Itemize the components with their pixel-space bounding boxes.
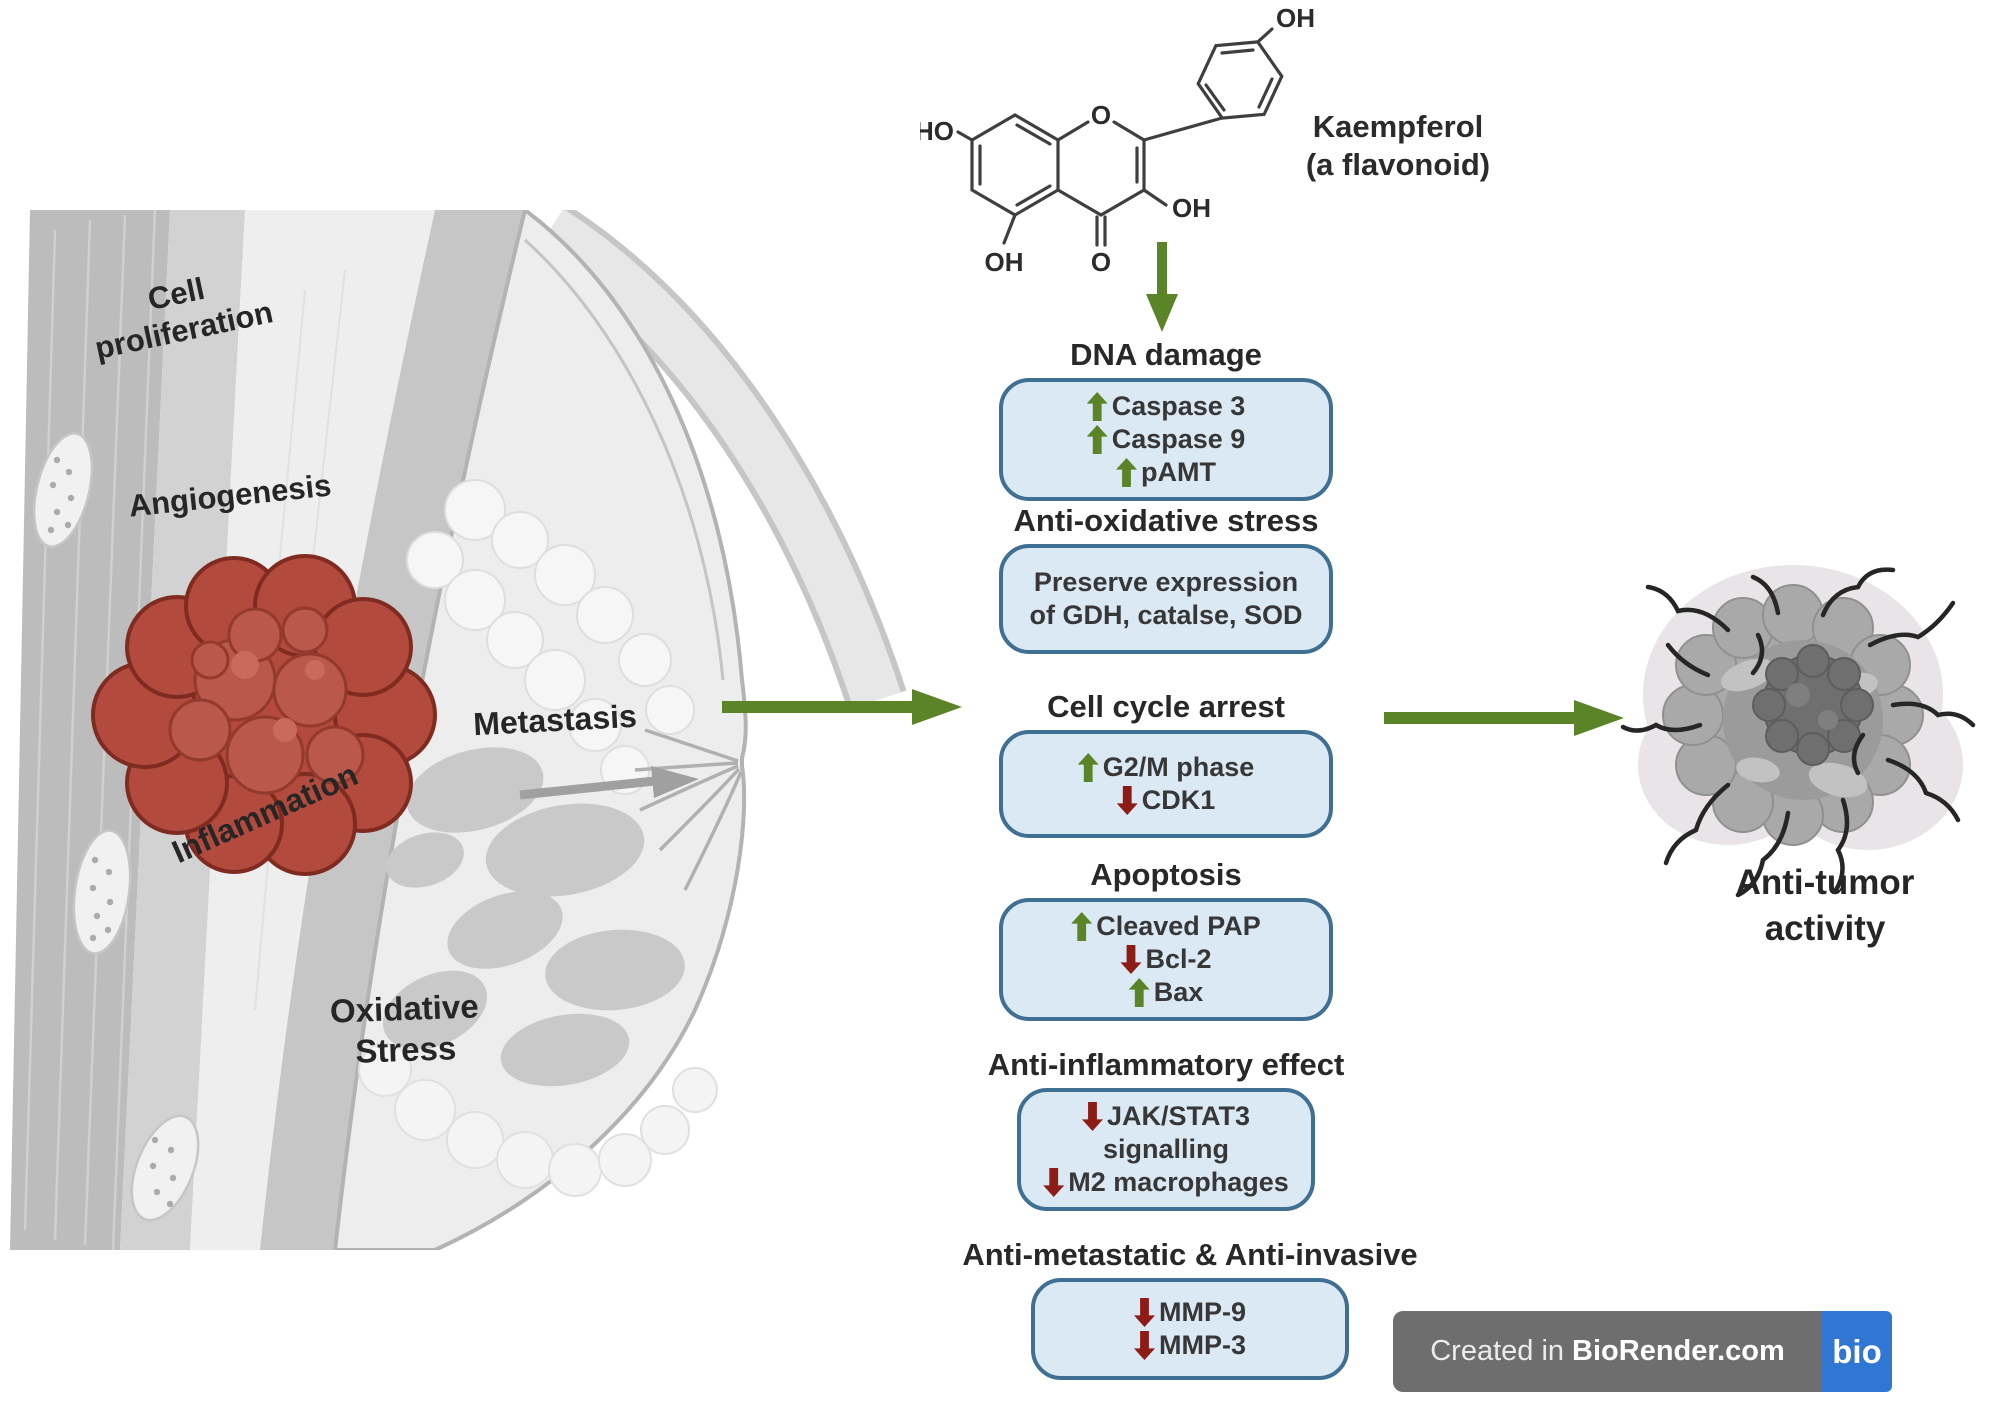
milk-ducts — [634, 728, 743, 891]
watermark-text: Created in BioRender.com — [1393, 1311, 1822, 1392]
pathway-item: CDK1 — [1141, 785, 1216, 815]
watermark-brand: BioRender.com — [1572, 1335, 1785, 1367]
pathway-title: Anti-oxidative stress — [1013, 503, 1319, 538]
pathway-section-cell-cycle: Cell cycle arrest G2/M phase CDK1 — [916, 688, 1416, 838]
label-oxidative-stress: Oxidative Stress — [329, 987, 480, 1070]
gland-clusters — [383, 747, 685, 1087]
fat-lobules-lower — [358, 1043, 718, 1197]
cell-tendrils — [1620, 567, 1976, 898]
down-arrow-icon — [1081, 1102, 1103, 1131]
breast-illustration — [10, 210, 907, 1250]
biorender-watermark: Created in BioRender.com bio — [1393, 1311, 1892, 1392]
flow-arrow-left-icon — [722, 689, 962, 725]
pathway-title: Apoptosis — [1090, 857, 1242, 892]
atom-o-keto: O — [1091, 247, 1111, 277]
kaempferol-label: Kaempferol (a flavonoid) — [1305, 109, 1491, 182]
down-arrow-icon — [1134, 1331, 1155, 1360]
pathway-item: Bax — [1153, 977, 1204, 1007]
down-arrow-icon — [1134, 1298, 1155, 1327]
tumor-cell-illustration — [1620, 565, 1976, 898]
pathway-item: Cleaved PAP — [1096, 911, 1261, 941]
up-arrow-icon — [1071, 912, 1093, 941]
metastasis-arrow — [519, 766, 699, 800]
pathway-box: Cleaved PAP Bcl-2 Bax — [999, 898, 1333, 1021]
pathway-title: DNA damage — [1070, 337, 1262, 372]
atom-oh-5: OH — [985, 247, 1024, 277]
lymph-pads — [32, 432, 200, 1222]
pathway-item: G2/M phase — [1102, 752, 1255, 782]
pathway-title: Anti-inflammatory effect — [987, 1047, 1345, 1082]
watermark-prefix: Created in — [1430, 1335, 1565, 1367]
cell-nucleus — [1752, 644, 1874, 766]
pathway-box: Preserve expression of GDH, catalse, SOD — [999, 544, 1333, 654]
up-arrow-icon — [1086, 392, 1108, 421]
pathway-item: JAK/STAT3 — [1106, 1101, 1250, 1131]
pathway-item: Preserve expression of GDH, catalse, SOD — [1029, 567, 1303, 630]
pathway-item: MMP-3 — [1159, 1330, 1246, 1360]
down-arrow-icon — [1120, 945, 1142, 974]
pathway-item: M2 macrophages — [1068, 1167, 1289, 1197]
pathway-item: Caspase 3 — [1111, 391, 1246, 421]
down-arrow-icon — [1043, 1168, 1065, 1197]
pathway-section-apoptosis: Apoptosis Cleaved PAP Bcl-2 Bax — [916, 856, 1416, 1021]
pathway-box: JAK/STAT3 signalling M2 macrophages — [1017, 1088, 1315, 1211]
up-arrow-icon — [1116, 458, 1137, 487]
atom-oh-para: OH — [1276, 5, 1315, 33]
pathway-box: G2/M phase CDK1 — [999, 730, 1333, 838]
pathway-item: Caspase 9 — [1111, 424, 1246, 454]
pathway-item: signalling — [1102, 1134, 1229, 1164]
atom-oh-3: OH — [1172, 193, 1211, 223]
flow-arrow-right-icon — [1384, 700, 1624, 736]
pathway-title: Anti-metastatic & Anti-invasive — [962, 1237, 1418, 1272]
up-arrow-icon — [1128, 978, 1150, 1007]
kaempferol-structure: HO O OH OH OH O — [920, 5, 1315, 277]
biorender-logo: bio — [1822, 1311, 1892, 1392]
pathway-item: pAMT — [1141, 457, 1216, 487]
up-arrow-icon — [1086, 425, 1108, 454]
atom-o-ring: O — [1091, 100, 1111, 130]
pathway-box: Caspase 3 Caspase 9 pAMT — [999, 378, 1333, 501]
anti-tumor-activity-label: Anti-tumor activity — [1735, 863, 1915, 948]
pathway-box: MMP-9 MMP-3 — [1031, 1278, 1349, 1380]
down-arrow-icon — [1116, 786, 1138, 815]
pathway-title: Cell cycle arrest — [1047, 689, 1285, 724]
atom-ho: HO — [920, 116, 954, 146]
down-flow-arrow-icon — [1146, 242, 1178, 332]
pathway-section-anti-oxidative: Anti-oxidative stress Preserve expressio… — [916, 502, 1416, 654]
tumor-mass — [91, 554, 437, 876]
pathway-section-dna-damage: DNA damage Caspase 3 Caspase 9 pAMT — [916, 336, 1416, 501]
up-arrow-icon — [1077, 753, 1099, 782]
pathway-section-anti-inflammatory: Anti-inflammatory effect JAK/STAT3 signa… — [916, 1046, 1416, 1211]
pathway-section-anti-metastatic: Anti-metastatic & Anti-invasive MMP-9 MM… — [940, 1236, 1440, 1380]
pathway-item: MMP-9 — [1159, 1297, 1246, 1327]
fat-lobules-upper — [406, 479, 695, 795]
pathway-item: Bcl-2 — [1145, 944, 1212, 974]
